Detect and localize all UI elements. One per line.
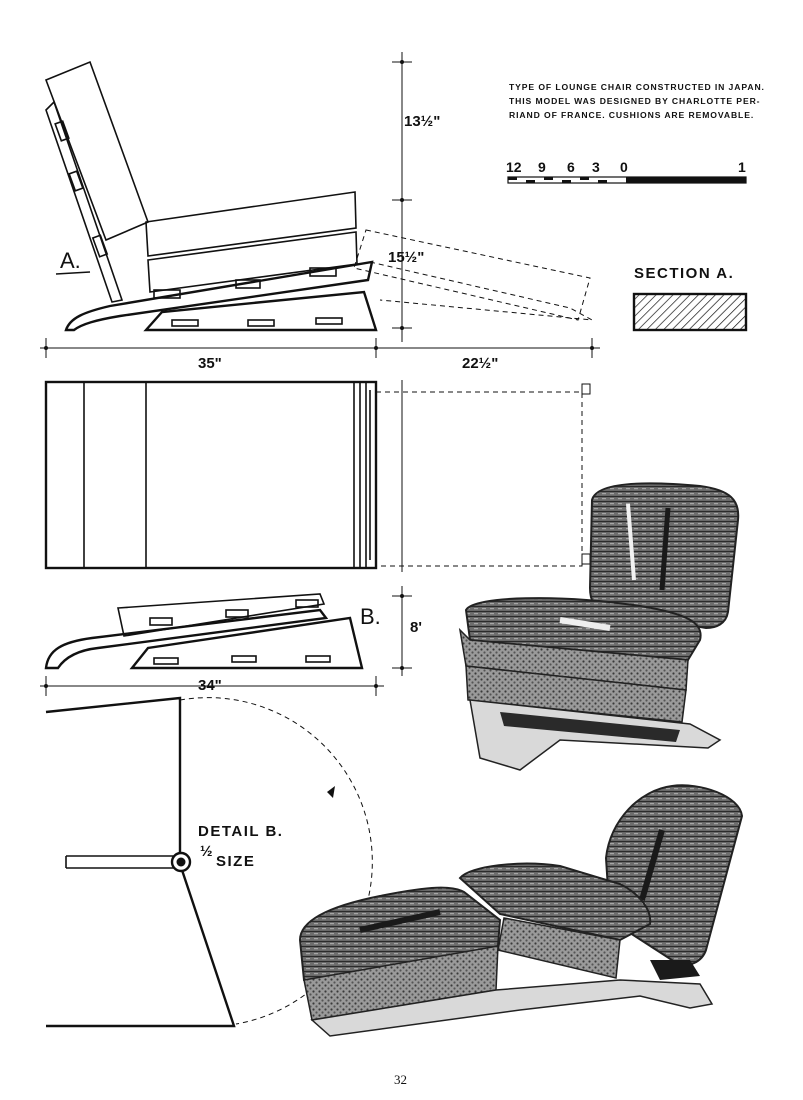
base-height-dimension: 8' [410,619,422,636]
detail-b: DETAIL B. ½ SIZE [45,696,373,1028]
scale-label-9: 9 [538,159,546,175]
caption-line-1: TYPE OF LOUNGE CHAIR CONSTRUCTED IN JAPA… [509,82,765,92]
section-a-hatch [632,292,748,332]
seat-depth-dimension: 35" [198,355,222,372]
scale-label-0: 0 [620,159,628,175]
scale-label-3: 3 [592,159,600,175]
detail-b-size: SIZE [216,853,255,870]
extension-length-dimension: 22½" [462,355,498,372]
detail-b-label: DETAIL B. [198,823,283,840]
photo-woven-lounge-chair-extended [298,784,744,1037]
side-view-a: A. [44,60,593,332]
photo-woven-lounge-chair [458,482,740,771]
scale-label-6: 6 [567,159,575,175]
section-a: SECTION A. [632,265,748,332]
horizontal-dimension-a: 35" 22½" [40,338,600,372]
view-a-label: A. [60,248,81,273]
plan-view [44,380,591,572]
scale-label-1: 1 [738,159,746,175]
scale-bar: 12 9 6 3 0 1 [506,159,747,184]
section-a-label: SECTION A. [634,265,734,282]
caption-line-2: THIS MODEL WAS DESIGNED BY CHARLOTTE PER… [509,96,760,106]
vertical-dimension-a: 13½" 15½" [388,52,440,342]
extension-height-dimension: 15½" [388,249,424,266]
scale-label-12: 12 [506,159,522,175]
page-number: 32 [394,1072,407,1087]
base-length-dimension: 34" [198,677,222,694]
caption-line-3: RIAND OF FRANCE. CUSHIONS ARE REMOVABLE. [509,110,754,120]
back-height-dimension: 13½" [404,113,440,130]
side-view-b: B. 8' 34" [40,586,422,696]
detail-b-fraction: ½ [200,843,214,860]
caption: TYPE OF LOUNGE CHAIR CONSTRUCTED IN JAPA… [509,82,765,120]
view-b-label: B. [360,604,381,629]
